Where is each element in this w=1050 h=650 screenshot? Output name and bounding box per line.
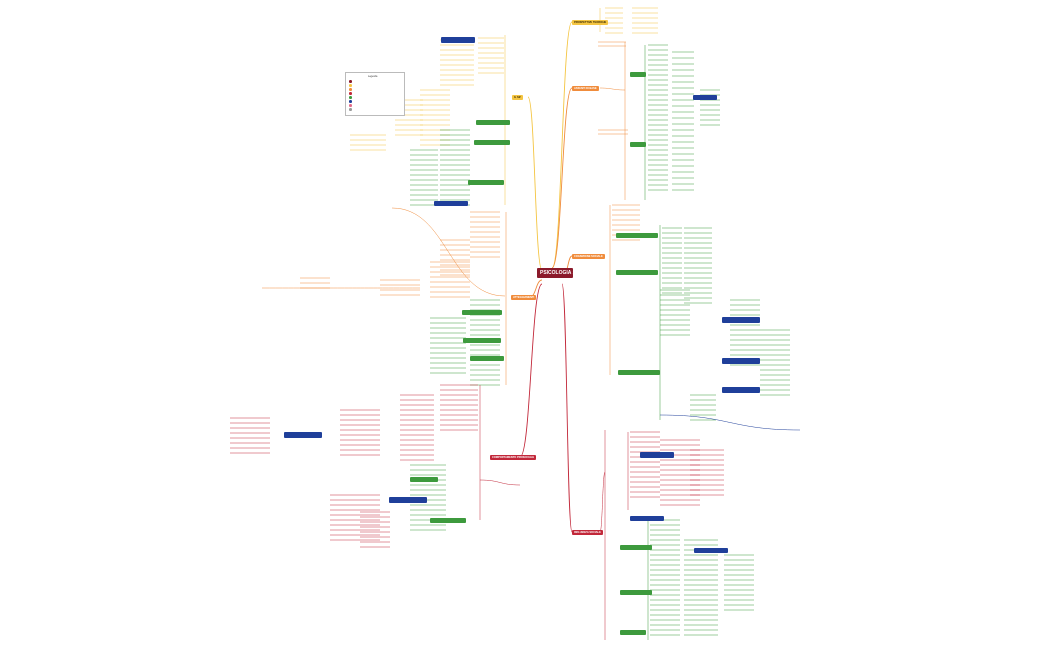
branch-influenza-sociale[interactable]: INFLUENZA SOCIALE	[572, 530, 603, 536]
subtopic-box[interactable]	[640, 452, 674, 458]
branch-prospettive-teoriche[interactable]: PROSPETTIVE TEORICHE	[572, 20, 609, 26]
subtopic-box[interactable]	[616, 270, 658, 275]
subtopic-box[interactable]	[430, 518, 466, 523]
subtopic-box[interactable]	[476, 120, 510, 125]
subtopic-box[interactable]	[722, 317, 760, 323]
connector-line	[391, 207, 506, 297]
subtopic-box[interactable]	[620, 630, 646, 635]
connector-line	[599, 87, 626, 91]
branch-label: ATTEGGIAMENTI	[513, 296, 535, 299]
legend-swatch	[349, 96, 352, 99]
branch-label: ASSUNTI DI BASE	[574, 87, 597, 90]
central-topic[interactable]: PSICOLOGIA SOCIALE	[537, 268, 595, 278]
legend-swatch	[349, 84, 352, 87]
central-topic-label: PSICOLOGIA SOCIALE	[540, 270, 595, 276]
branch-label: COMPORTAMENTO PROSOCIALE	[492, 456, 535, 459]
main-connector	[527, 96, 543, 271]
branch-comportamento-prosociale[interactable]: COMPORTAMENTO PROSOCIALE	[490, 455, 537, 461]
subtopic-box[interactable]	[441, 37, 475, 43]
subtopic-box[interactable]	[630, 72, 646, 77]
subtopic-box[interactable]	[284, 432, 322, 438]
main-connector	[551, 21, 573, 269]
legend-item	[349, 84, 354, 87]
legend-title: Legenda	[368, 75, 378, 78]
subtopic-box[interactable]	[618, 370, 660, 375]
subtopic-box[interactable]	[434, 201, 468, 206]
branch-label: PROSPETTIVE TEORICHE	[574, 21, 607, 24]
branch-atteggiamenti[interactable]: ATTEGGIAMENTI	[511, 295, 537, 301]
main-connector	[519, 283, 543, 458]
legend-item	[349, 100, 354, 103]
legend-swatch	[349, 100, 352, 103]
subtopic-box[interactable]	[616, 233, 658, 238]
legend-item	[349, 108, 354, 111]
branch-label: IL SE'	[514, 96, 522, 99]
subtopic-box[interactable]	[722, 387, 760, 393]
legend-panel: Legenda	[345, 72, 405, 116]
branch-label: COGNIZIONE SOCIALE	[574, 255, 603, 258]
branch-cognizione-sociale[interactable]: COGNIZIONE SOCIALE	[572, 254, 605, 260]
subtopic-box[interactable]	[468, 180, 504, 185]
subtopic-box[interactable]	[694, 548, 728, 553]
connector-line	[599, 471, 606, 533]
subtopic-box[interactable]	[463, 338, 501, 343]
subtopic-box[interactable]	[470, 356, 504, 361]
legend-swatch	[349, 88, 352, 91]
subtopic-box[interactable]	[620, 545, 652, 550]
subtopic-box[interactable]	[462, 310, 502, 315]
subtopic-box[interactable]	[389, 497, 427, 503]
subtopic-box[interactable]	[410, 477, 438, 482]
legend-swatch	[349, 80, 352, 83]
subtopic-box[interactable]	[630, 142, 646, 147]
connector-line	[479, 479, 521, 486]
main-connector	[561, 283, 573, 533]
subtopic-box[interactable]	[474, 140, 510, 145]
legend-swatch	[349, 92, 352, 95]
main-connector	[551, 87, 573, 269]
connector-line	[659, 414, 801, 431]
subtopic-box[interactable]	[620, 590, 652, 595]
legend-item	[349, 104, 354, 107]
branch-assunti-di-base[interactable]: ASSUNTI DI BASE	[572, 86, 599, 92]
subtopic-box[interactable]	[630, 516, 664, 521]
branch-il-se[interactable]: IL SE'	[512, 95, 524, 101]
legend-item	[349, 96, 354, 99]
subtopic-box[interactable]	[722, 358, 760, 364]
legend-item	[349, 92, 354, 95]
branch-label: INFLUENZA SOCIALE	[574, 531, 601, 534]
subtopic-box[interactable]	[693, 95, 717, 100]
legend-swatch	[349, 104, 352, 107]
legend-swatch	[349, 108, 352, 111]
legend-item	[349, 80, 354, 83]
legend-item	[349, 88, 354, 91]
